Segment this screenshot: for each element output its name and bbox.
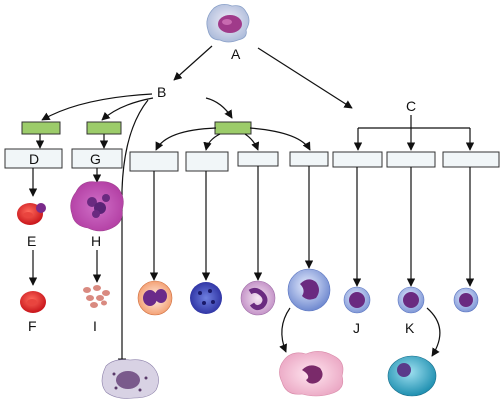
label-a: A [231,46,241,62]
arrow-monocyte-to-macrophage [279,307,291,353]
arrow-a-to-b [173,45,213,81]
label-k: K [405,320,415,336]
label-d: D [29,151,39,167]
platelets [83,285,110,308]
eosinophil-cell [137,280,173,316]
basophil-cell [190,282,222,314]
megakaryocyte-cell [70,181,124,232]
plasma-cell [387,355,437,397]
box-myeloid-4 [289,151,329,167]
arrow-b-to-megakaryocyte [101,97,154,121]
box-lymphoid-3 [442,151,500,168]
stem-cell [206,4,250,43]
erythrocyte-cell [20,291,46,313]
box-myeloid-1 [129,151,179,172]
label-h: H [91,233,101,249]
box-lymphoid-1 [332,151,383,168]
neutrophil-cell [240,280,276,316]
label-j: J [353,320,360,336]
arrow-to-myeloid-box-2 [203,133,221,151]
green-box-erythroid [21,121,61,135]
lymphocyte-j-cell [343,286,371,314]
label-g: G [90,151,101,167]
arrow-b-to-mast-cell [117,99,149,367]
arrow-a-to-c [257,47,353,109]
box-lymphoid-2 [386,151,436,168]
lymphocyte-k-cell [397,286,425,314]
label-b: B [157,84,166,100]
arrow-to-myeloid-box-4 [249,127,311,151]
arrow-b-to-erythroid [41,93,153,121]
arrow-k-to-plasma-cell [426,307,441,357]
lymphocyte-cell-3 [453,287,479,313]
green-box-megakaryocyte [86,121,122,135]
green-box-myeloid [214,121,252,135]
box-myeloid-3 [237,151,279,167]
arrow-b-to-myeloid [205,97,233,119]
label-e: E [27,233,36,249]
label-c: C [406,98,416,114]
label-f: F [28,318,37,334]
label-i: I [93,318,97,334]
monocyte-cell [287,268,331,312]
arrow-to-myeloid-box-3 [244,133,260,151]
macrophage-cell [279,351,344,397]
box-myeloid-2 [185,151,229,172]
reticulocyte-cell [17,203,46,225]
mast-cell [101,359,159,399]
arrow-to-myeloid-box-1 [155,127,217,151]
